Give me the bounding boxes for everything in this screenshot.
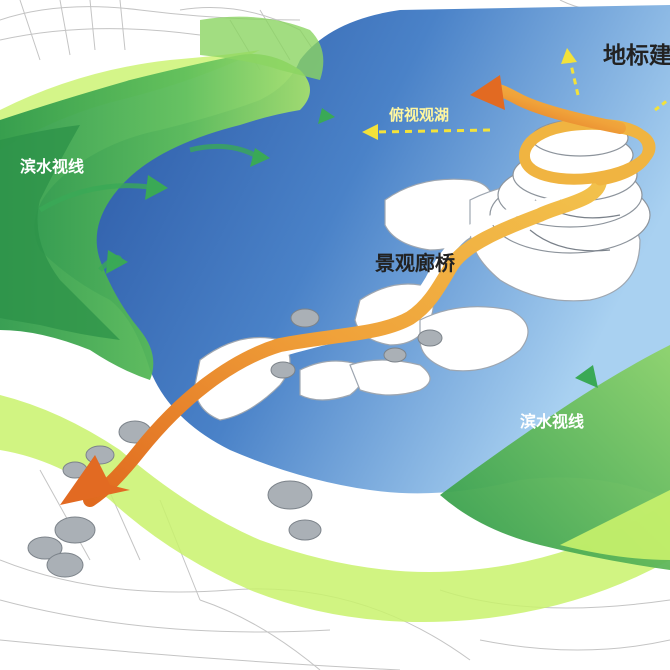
green-band-right-light — [560, 490, 670, 560]
bridge-sightline-arrow — [60, 75, 656, 507]
outer-lime-band — [0, 395, 670, 622]
dashed-arrow-icon — [362, 48, 669, 140]
label-overlook-lake: 俯视观湖 — [389, 106, 449, 124]
green-sightline-left — [38, 143, 262, 272]
label-waterfront-view-right: 滨水视线 — [520, 412, 584, 431]
green-band-right — [440, 345, 670, 570]
label-landmark-building: 地标建筑 — [603, 42, 670, 69]
green-band-top — [200, 16, 324, 81]
label-landscape-bridge: 景观廊桥 — [375, 251, 456, 275]
orange-arrow-icon — [60, 455, 130, 505]
orange-arrow-icon — [470, 75, 505, 110]
green-arrow-icon — [106, 108, 598, 388]
green-band-left-inner — [0, 125, 120, 340]
label-waterfront-view-left: 滨水视线 — [20, 157, 84, 176]
